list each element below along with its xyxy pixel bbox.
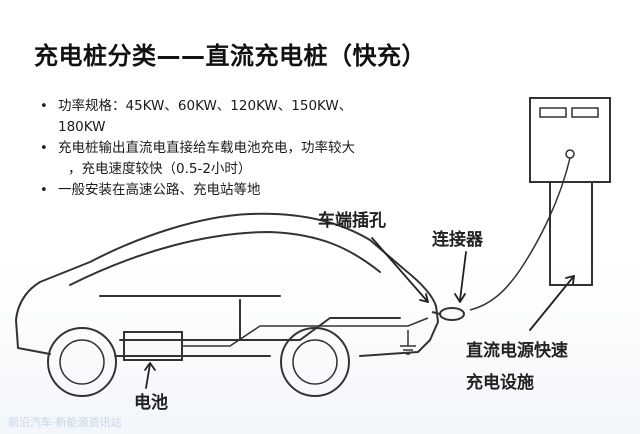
car-under-line <box>119 317 401 341</box>
bullet-item-dc-output: • 充电桩输出直流电直接给车载电池充电，功率较大 ，充电速度较快（0.5-2小时… <box>38 138 438 180</box>
ground-symbol-icon <box>400 330 416 355</box>
label-battery: 电池 <box>134 392 168 413</box>
bullet-dot-icon: • <box>40 183 48 198</box>
bullet-text-continued: 180KW <box>58 119 106 135</box>
slide-title: 充电桩分类——直流充电桩（快充） <box>34 42 426 70</box>
arrow-facility <box>529 275 575 331</box>
front-wheel-hub <box>292 339 338 385</box>
bullet-item-power-spec: • 功率规格：45KW、60KW、120KW、150KW、 180KW <box>38 96 438 138</box>
label-connector: 连接器 <box>432 229 484 250</box>
arrow-facility-head <box>565 275 575 285</box>
arrow-connector-head <box>454 293 466 303</box>
port-wiring <box>182 317 429 347</box>
bullet-list: • 功率规格：45KW、60KW、120KW、150KW、 180KW • 充电… <box>38 96 438 201</box>
charging-station-screen-left <box>539 107 567 118</box>
arrow-battery <box>145 363 151 389</box>
car-wheels <box>47 327 350 397</box>
charging-station-socket-icon <box>565 149 575 159</box>
charging-station-upper-box <box>529 97 611 183</box>
bullet-dot-icon: • <box>40 141 48 156</box>
bullet-dot-icon: • <box>40 99 48 114</box>
charging-cable <box>469 157 571 311</box>
rear-wheel-hub <box>59 339 105 385</box>
arrow-battery-head <box>144 362 156 371</box>
arrow-port <box>371 237 429 303</box>
car-door-line <box>99 295 281 341</box>
car-body <box>15 212 439 357</box>
arrow-port-head <box>419 293 429 303</box>
label-car-port: 车端插孔 <box>318 210 386 231</box>
bullet-text-continued: ，充电速度较快（0.5-2小时） <box>68 161 252 177</box>
label-facility-line1: 直流电源快速 <box>466 340 568 361</box>
front-wheel-icon <box>280 327 350 397</box>
bullet-text: 功率规格：45KW、60KW、120KW、150KW、 <box>58 98 353 114</box>
charging-station <box>529 97 611 286</box>
annotation-arrows <box>144 237 575 389</box>
rear-wheel-icon <box>47 327 117 397</box>
charging-station-screen-right <box>571 107 599 118</box>
connector-icon <box>439 307 465 321</box>
charging-station-pedestal <box>549 182 593 286</box>
bullet-text: 一般安装在高速公路、充电站等地 <box>58 182 261 198</box>
car-outline <box>15 212 439 357</box>
label-facility-line2: 充电设施 <box>466 372 534 393</box>
arrow-connector <box>459 251 467 301</box>
watermark-text: 前沿汽车·新能源资讯站 <box>8 416 122 429</box>
bullet-text: 充电桩输出直流电直接给车载电池充电，功率较大 <box>58 140 355 156</box>
car-window-line <box>69 231 381 286</box>
bullet-item-install-location: • 一般安装在高速公路、充电站等地 <box>38 180 438 201</box>
